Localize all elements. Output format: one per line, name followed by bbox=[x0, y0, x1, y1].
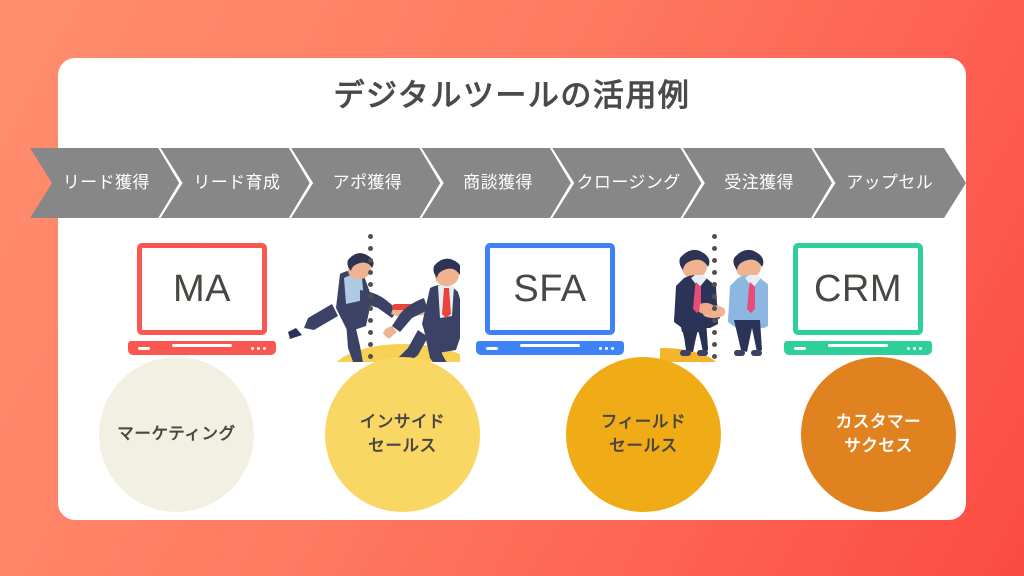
divider-dot bbox=[368, 318, 373, 323]
illustration-business-handshake bbox=[660, 238, 768, 362]
divider-dot bbox=[368, 306, 373, 311]
laptop-port-left bbox=[794, 347, 806, 350]
divider-dot bbox=[368, 354, 373, 359]
person-right bbox=[728, 249, 768, 356]
divider-dot bbox=[368, 246, 373, 251]
funnel-chevron-1 bbox=[160, 148, 314, 218]
laptop-camera-icon bbox=[200, 245, 204, 248]
funnel-chevron-4 bbox=[552, 148, 705, 218]
divider-dot bbox=[712, 306, 717, 311]
laptop-camera-icon bbox=[548, 245, 552, 248]
laptop-camera-icon bbox=[856, 245, 860, 248]
laptop-trackpad bbox=[520, 344, 580, 347]
laptop-trackpad bbox=[828, 344, 888, 347]
role-circle-inside-sales[interactable]: インサイド セールス bbox=[325, 357, 480, 512]
funnel-chevron-5 bbox=[682, 148, 836, 218]
divider-dot bbox=[368, 234, 373, 239]
laptop-port-left bbox=[486, 347, 498, 350]
clasped-hands bbox=[699, 302, 726, 318]
dotted-divider-2 bbox=[712, 234, 717, 366]
divider-dot bbox=[712, 246, 717, 251]
divider-dot bbox=[712, 258, 717, 263]
role-label-line-1: フィールド bbox=[600, 412, 687, 431]
tool-laptop-sfa: SFA bbox=[476, 243, 624, 355]
role-label-line-2: サクセス bbox=[844, 436, 913, 455]
laptop-base bbox=[784, 341, 932, 355]
tool-label-ma: MA bbox=[173, 267, 231, 310]
role-circle-field-sales[interactable]: フィールド セールス bbox=[566, 357, 721, 512]
divider-dot bbox=[712, 270, 717, 275]
laptop-base bbox=[476, 341, 624, 355]
laptop-indicator-dots bbox=[907, 347, 922, 350]
runner-right bbox=[383, 258, 460, 362]
divider-dot bbox=[368, 258, 373, 263]
divider-dot bbox=[368, 294, 373, 299]
divider-dot bbox=[368, 282, 373, 287]
divider-dot bbox=[368, 342, 373, 347]
divider-dot bbox=[368, 270, 373, 275]
tool-laptop-crm: CRM bbox=[784, 243, 932, 355]
divider-dot bbox=[368, 330, 373, 335]
person-left bbox=[674, 249, 720, 356]
laptop-base bbox=[128, 341, 276, 355]
divider-dot bbox=[712, 234, 717, 239]
funnel-chevron-0 bbox=[30, 148, 183, 218]
laptop-indicator-dots bbox=[599, 347, 614, 350]
tool-label-sfa: SFA bbox=[513, 267, 587, 310]
role-label-line-2: セールス bbox=[368, 436, 437, 455]
laptop-screen bbox=[137, 243, 267, 335]
role-label-line-1: カスタマー bbox=[835, 412, 922, 431]
page-title: デジタルツールの活用例 bbox=[333, 78, 691, 113]
role-label-line-1: インサイド bbox=[359, 412, 446, 431]
laptop-indicator-dots bbox=[251, 347, 266, 350]
dotted-divider-1 bbox=[368, 234, 373, 366]
divider-dot bbox=[712, 318, 717, 323]
role-circle-marketing[interactable]: マーケティング bbox=[99, 357, 254, 512]
laptop-port-left bbox=[138, 347, 150, 350]
tool-label-crm: CRM bbox=[813, 267, 903, 310]
divider-dot bbox=[712, 342, 717, 347]
role-circle-customer-success[interactable]: カスタマー サクセス bbox=[801, 357, 956, 512]
runner-left bbox=[288, 253, 405, 362]
divider-dot bbox=[712, 354, 717, 359]
role-label-line-2: セールス bbox=[609, 436, 678, 455]
divider-dot bbox=[712, 330, 717, 335]
divider-dot bbox=[712, 294, 717, 299]
funnel-chevron-2 bbox=[291, 148, 444, 218]
funnel-chevron-6 bbox=[813, 148, 966, 218]
laptop-trackpad bbox=[172, 344, 232, 347]
divider-dot bbox=[712, 282, 717, 287]
tool-laptop-ma: MA bbox=[128, 243, 276, 355]
funnel-step-bar: リード獲得 リード育成 アポ獲得 商談獲得 クロージング 受注獲得 アップセル bbox=[30, 148, 966, 218]
role-label-line-1: マーケティング bbox=[117, 424, 236, 443]
funnel-chevron-3 bbox=[421, 148, 575, 218]
illustration-baton-handoff-runners bbox=[288, 236, 460, 362]
